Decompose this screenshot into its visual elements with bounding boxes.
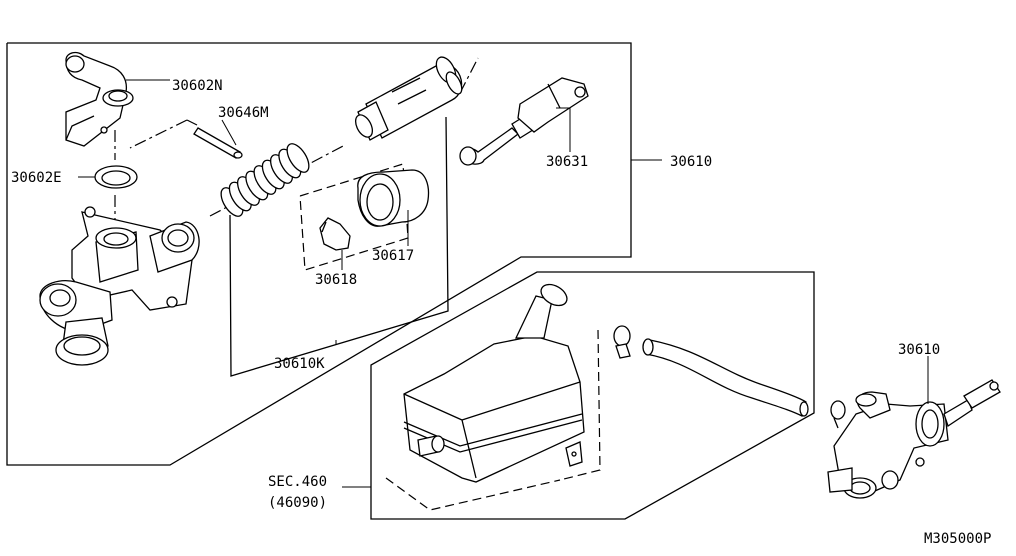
figure-code: M305000P	[924, 531, 991, 547]
center-line-2	[459, 57, 479, 94]
push-rod-part	[459, 77, 589, 166]
reservoir-dash-v	[559, 329, 601, 481]
spring-coil	[286, 143, 310, 173]
label-30618: 30618	[315, 272, 357, 288]
master-cylinder-assembled	[827, 379, 1001, 499]
label-30610K: 30610K	[274, 356, 325, 372]
center-line-3	[129, 119, 188, 149]
piston-part	[354, 56, 463, 141]
reservoir-panel-outline	[370, 271, 815, 520]
label-30646M: 30646M	[218, 105, 269, 121]
label-30617: 30617	[372, 248, 414, 264]
reservoir-hose	[642, 338, 809, 417]
label-30602E: 30602E	[11, 170, 62, 186]
center-line-4	[186, 119, 198, 126]
reservoir-dash-bracket	[385, 477, 561, 511]
hose-clamp-part	[613, 325, 631, 359]
reservoir-tank	[403, 283, 585, 483]
snap-ring-part	[319, 217, 351, 251]
spring-part	[220, 143, 310, 217]
reservoir-elbow-part	[65, 51, 134, 147]
label-30610: 30610	[670, 154, 712, 170]
label-sec-460: SEC.460	[268, 474, 327, 490]
label-30602N: 30602N	[172, 78, 223, 94]
main-panel-outline	[6, 42, 632, 466]
leader-30646M	[221, 119, 237, 146]
label-30631: 30631	[546, 154, 588, 170]
master-cylinder-body	[39, 206, 200, 366]
pin-part	[193, 127, 243, 159]
repair-kit-bracket	[229, 116, 449, 377]
seal-ring-part	[94, 165, 138, 189]
boot-part	[357, 169, 430, 227]
label-46090: (46090)	[268, 495, 327, 511]
label-30610-assembled: 30610	[898, 342, 940, 358]
